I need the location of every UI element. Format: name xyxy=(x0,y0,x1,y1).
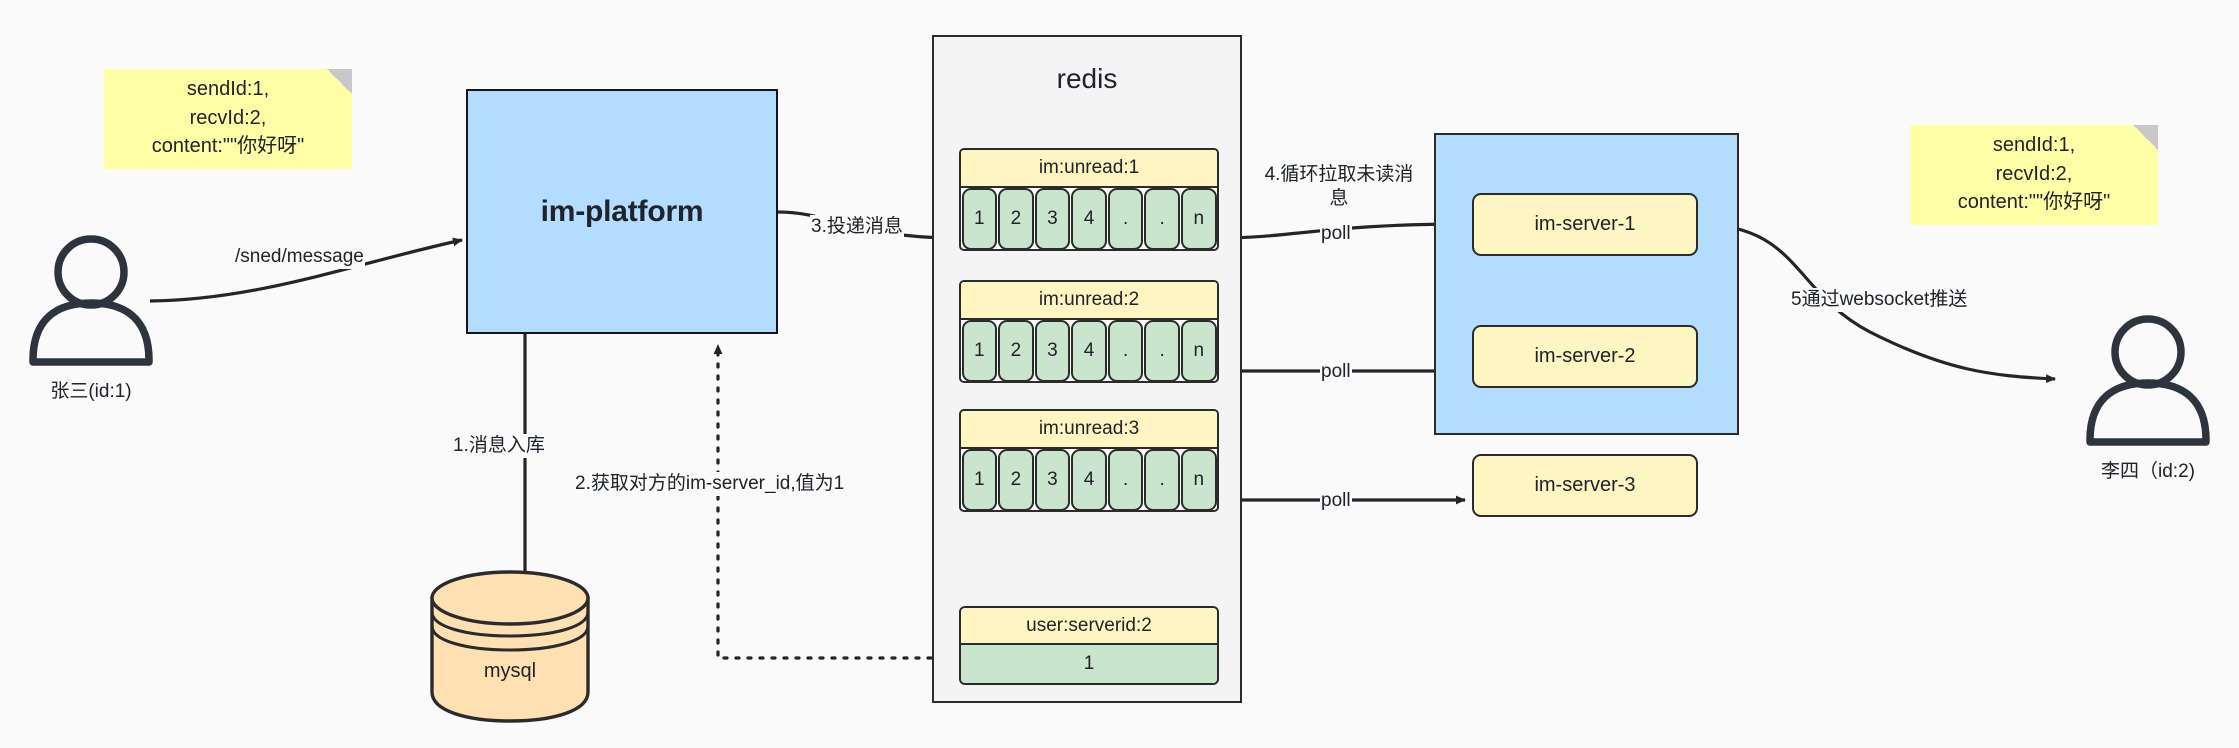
list-cell: 4 xyxy=(1071,188,1107,249)
redis-container: redis im:unread:1 1 2 3 4 . . n im:unrea… xyxy=(932,35,1242,703)
list-cell: . xyxy=(1107,449,1144,510)
list-cell: 1 xyxy=(961,188,998,249)
actor-label-receiver: 李四（id:2) xyxy=(2101,461,2195,482)
list-cell: . xyxy=(1107,320,1144,381)
list-cell: n xyxy=(1180,449,1217,510)
im-platform-label: im-platform xyxy=(540,194,704,228)
redis-title: redis xyxy=(1056,63,1118,94)
redis-list-cells: 1 2 3 4 . . n xyxy=(961,320,1217,381)
list-cell: n xyxy=(1180,320,1217,381)
edge-label-step5: 5通过websocket推送 xyxy=(1790,288,1969,312)
redis-kv-value: 1 xyxy=(961,645,1217,683)
list-cell: 4 xyxy=(1071,320,1107,381)
mysql-label: mysql xyxy=(483,660,537,682)
list-cell: 3 xyxy=(1034,320,1071,381)
redis-kv-key: user:serverid:2 xyxy=(961,608,1217,645)
user-icon-receiver xyxy=(2086,315,2210,446)
redis-list-key: im:unread:2 xyxy=(961,282,1217,320)
edge-label-poll-1: poll xyxy=(1320,222,1352,246)
note-fold-icon xyxy=(327,69,352,94)
list-cell: . xyxy=(1144,188,1180,249)
sticky-right-line3: content:""你好呀" xyxy=(1957,191,2111,214)
edge-label-step1: 1.消息入库 xyxy=(452,434,546,458)
edge-label-step2: 2.获取对方的im-server_id,值为1 xyxy=(574,472,846,496)
list-cell: n xyxy=(1180,188,1217,249)
redis-kv-user-serverid[interactable]: user:serverid:2 1 xyxy=(959,606,1219,685)
redis-list-key: im:unread:3 xyxy=(961,411,1217,449)
list-cell: . xyxy=(1107,188,1144,249)
edge-label-step4: 4.循环拉取未读消息 xyxy=(1258,163,1420,211)
list-cell: 1 xyxy=(961,320,998,381)
redis-list-im-unread-1[interactable]: im:unread:1 1 2 3 4 . . n xyxy=(959,148,1219,251)
list-cell: . xyxy=(1144,320,1180,381)
redis-list-im-unread-2[interactable]: im:unread:2 1 2 3 4 . . n xyxy=(959,280,1219,383)
im-server-1-node[interactable]: im-server-1 xyxy=(1472,193,1698,256)
im-server-1-label: im-server-1 xyxy=(1534,213,1636,235)
im-server-cluster: im-server-1 im-server-2 im-server-3 xyxy=(1434,133,1739,517)
sticky-left-line3: content:""你好呀" xyxy=(151,135,305,158)
sticky-left-line1: sendId:1, xyxy=(186,78,270,101)
edge-step2-serverid xyxy=(713,343,957,660)
list-cell: 2 xyxy=(998,320,1034,381)
sticky-right-line2: recvId:2, xyxy=(1995,162,2073,185)
list-cell: 3 xyxy=(1034,188,1071,249)
list-cell: 2 xyxy=(998,188,1034,249)
im-server-3-label: im-server-3 xyxy=(1534,474,1636,496)
sticky-note-right: sendId:1, recvId:2, content:""你好呀" xyxy=(1910,125,2158,225)
edge-label-poll-3: poll xyxy=(1320,489,1352,513)
sticky-left-line2: recvId:2, xyxy=(189,106,267,129)
im-platform-node[interactable]: im-platform xyxy=(466,89,778,334)
edge-label-send-message: /sned/message xyxy=(234,245,365,269)
sticky-right-line1: sendId:1, xyxy=(1992,134,2076,157)
list-cell: 3 xyxy=(1034,449,1071,510)
note-fold-icon xyxy=(2133,125,2158,150)
actor-label-sender: 张三(id:1) xyxy=(50,381,132,402)
list-cell: 2 xyxy=(998,449,1034,510)
edge-label-step3: 3.投递消息 xyxy=(810,215,904,239)
sticky-note-left: sendId:1, recvId:2, content:""你好呀" xyxy=(104,69,352,169)
im-server-2-node[interactable]: im-server-2 xyxy=(1472,325,1698,388)
list-cell: 4 xyxy=(1071,449,1107,510)
im-server-3-node[interactable]: im-server-3 xyxy=(1472,454,1698,517)
edge-label-poll-2: poll xyxy=(1320,360,1352,384)
redis-list-im-unread-3[interactable]: im:unread:3 1 2 3 4 . . n xyxy=(959,409,1219,512)
redis-list-key: im:unread:1 xyxy=(961,150,1217,188)
user-icon-sender xyxy=(29,235,153,366)
im-server-2-label: im-server-2 xyxy=(1534,345,1636,367)
redis-list-cells: 1 2 3 4 . . n xyxy=(961,188,1217,249)
redis-list-cells: 1 2 3 4 . . n xyxy=(961,449,1217,510)
mysql-cylinder xyxy=(430,570,590,723)
list-cell: . xyxy=(1144,449,1180,510)
list-cell: 1 xyxy=(961,449,998,510)
